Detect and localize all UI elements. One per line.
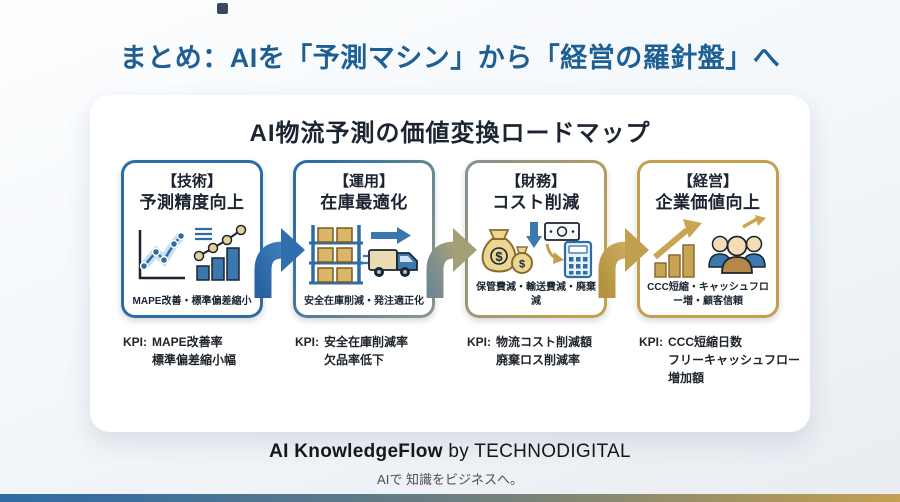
trend-analytics-icon bbox=[128, 213, 256, 295]
stage-name: 在庫最適化 bbox=[320, 192, 408, 212]
bottom-gradient-bar bbox=[0, 494, 900, 502]
svg-text:$: $ bbox=[495, 249, 503, 264]
brand-by: by TECHNODIGITAL bbox=[448, 441, 631, 462]
stage-category: 【運用】 bbox=[333, 173, 394, 190]
roadmap-title: AI物流予測の価値変換ロードマップ bbox=[249, 120, 651, 147]
stage-caption: 安全在庫削減・発注適正化 bbox=[304, 295, 424, 307]
slide-title: まとめ：AIを「予測マシン」から「経営の羅針盤」へ bbox=[119, 43, 781, 73]
kpi-line: CCC短縮日数 bbox=[668, 335, 742, 349]
warehouse-truck-icon bbox=[300, 213, 428, 295]
svg-text:$: $ bbox=[519, 258, 525, 270]
kpi-line: 増加額 bbox=[668, 371, 705, 385]
stages-row: 【技術】 予測精度向上 bbox=[90, 160, 810, 318]
stage-name: 予測精度向上 bbox=[139, 192, 245, 212]
roadmap-card: AI物流予測の価値変換ロードマップ 【技術】 予測精度向上 bbox=[90, 95, 810, 432]
stage-name: コスト削減 bbox=[492, 192, 580, 212]
stage-card-operation: 【運用】 在庫最適化 bbox=[293, 160, 435, 318]
kpi-prefix: KPI: bbox=[639, 335, 663, 349]
stage-card-finance: 【財務】 コスト削減 $ $ bbox=[465, 160, 607, 318]
kpi-row: KPI: MAPE改善率 標準偏差縮小幅 KPI: 安全在庫削減率 欠品率低下 … bbox=[90, 333, 810, 387]
footer-tagline: AIで 知識をビジネスへ。 bbox=[377, 472, 523, 487]
kpi-line: 安全在庫削減率 bbox=[324, 335, 409, 349]
stage-caption: 保管費減・輸送費減・廃棄減 bbox=[476, 282, 596, 307]
flow-arrow-1 bbox=[254, 160, 305, 318]
kpi-block-technology: KPI: MAPE改善率 標準偏差縮小幅 bbox=[121, 333, 263, 387]
kpi-line: 標準偏差縮小幅 bbox=[152, 353, 237, 367]
footer: AI KnowledgeFlow by TECHNODIGITAL AIで 知識… bbox=[0, 441, 900, 488]
growth-people-icon bbox=[644, 213, 772, 281]
kpi-line: 廃棄ロス削減率 bbox=[496, 353, 581, 367]
kpi-block-operation: KPI: 安全在庫削減率 欠品率低下 bbox=[293, 333, 435, 387]
stage-category: 【財務】 bbox=[505, 173, 566, 190]
stage-category: 【経営】 bbox=[677, 173, 738, 190]
corner-mark bbox=[217, 3, 228, 14]
curved-arrow-icon bbox=[254, 228, 305, 298]
stage-name: 企業価値向上 bbox=[655, 192, 761, 212]
stage-caption: MAPE改善・標準偏差縮小 bbox=[132, 295, 252, 307]
stage-category: 【技術】 bbox=[161, 173, 222, 190]
flow-arrow-2 bbox=[426, 160, 477, 318]
stage-card-technology: 【技術】 予測精度向上 bbox=[121, 160, 263, 318]
money-cost-reduction-icon: $ $ bbox=[472, 213, 600, 281]
flow-arrow-3 bbox=[598, 160, 649, 318]
kpi-line: 物流コスト削減額 bbox=[496, 335, 593, 349]
curved-arrow-icon bbox=[426, 228, 477, 298]
curved-arrow-icon bbox=[598, 228, 649, 298]
kpi-block-management: KPI: CCC短縮日数 フリーキャッシュフロー 増加額 bbox=[637, 333, 800, 387]
kpi-line: フリーキャッシュフロー bbox=[668, 353, 801, 367]
kpi-block-finance: KPI: 物流コスト削減額 廃棄ロス削減率 bbox=[465, 333, 607, 387]
kpi-line: MAPE改善率 bbox=[152, 335, 223, 349]
kpi-prefix: KPI: bbox=[295, 335, 319, 349]
stage-caption: CCC短縮・キャッシュフロー増・顧客信頼 bbox=[647, 282, 769, 307]
footer-brand: AI KnowledgeFlow by TECHNODIGITAL bbox=[0, 441, 900, 463]
kpi-prefix: KPI: bbox=[467, 335, 491, 349]
kpi-line: 欠品率低下 bbox=[324, 353, 385, 367]
kpi-prefix: KPI: bbox=[123, 335, 147, 349]
brand-name: AI KnowledgeFlow bbox=[269, 441, 443, 462]
stage-card-management: 【経営】 企業価値向上 bbox=[637, 160, 779, 318]
